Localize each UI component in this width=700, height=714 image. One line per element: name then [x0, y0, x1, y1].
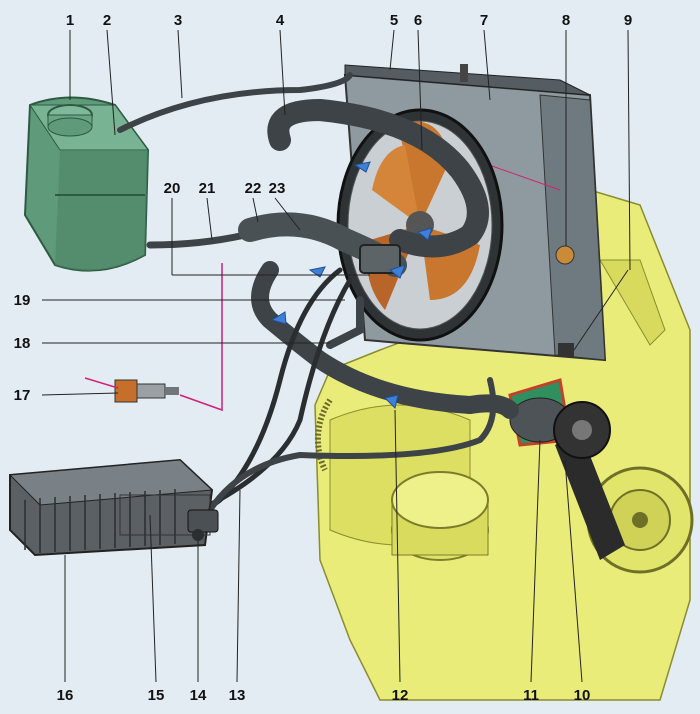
flow-arrow-icon: [270, 311, 287, 325]
callout-19: 19: [14, 292, 31, 309]
callout-22: 22: [245, 180, 262, 197]
callout-15: 15: [148, 687, 165, 704]
drain-plug: [558, 343, 574, 357]
radiator-cap: [460, 64, 468, 82]
throttle-heater-hose: [207, 377, 497, 513]
callout-17: 17: [14, 387, 31, 404]
callout-12: 12: [392, 687, 409, 704]
callout-8: 8: [562, 12, 570, 29]
flow-arrow-icon: [388, 264, 406, 279]
radiator-inlet-hose: [267, 98, 489, 258]
callout-18: 18: [14, 335, 31, 352]
flow-arrow-icon: [384, 394, 399, 409]
callouts: 1 2 3 4 5 6 7 8 9 20 21 22 23 19 18 17 1…: [14, 12, 633, 704]
callout-4: 4: [276, 12, 285, 29]
tank-vent-hose: [117, 72, 353, 133]
callout-2: 2: [103, 12, 111, 29]
callout-7: 7: [480, 12, 488, 29]
callout-1: 1: [66, 12, 74, 29]
callout-9: 9: [624, 12, 632, 29]
pump-supply-hose: [251, 261, 479, 414]
callout-16: 16: [57, 687, 74, 704]
sensor-wire-link: [179, 263, 223, 412]
callout-23: 23: [269, 180, 286, 197]
heater-tap: [187, 509, 219, 541]
callout-21: 21: [199, 180, 216, 197]
callout-11: 11: [523, 687, 539, 704]
radiator-sensor: [555, 245, 575, 265]
callout-3: 3: [174, 12, 182, 29]
temperature-sensor: [114, 379, 179, 403]
timing-belt: [555, 430, 625, 560]
leader-lines: [41, 29, 631, 683]
flow-arrow-icon: [416, 227, 433, 241]
callout-20: 20: [164, 180, 181, 197]
oil-filter: [391, 471, 489, 561]
heater-return-hose: [197, 277, 353, 513]
callout-6: 6: [414, 12, 422, 29]
flow-arrow-icon: [353, 161, 371, 173]
callout-5: 5: [390, 12, 398, 29]
thermostat: [359, 244, 401, 274]
bypass-hose: [326, 296, 364, 349]
tank-return-hose: [146, 231, 249, 249]
sensor-wire: [84, 377, 119, 389]
callout-13: 13: [229, 687, 246, 704]
pump-pulley: [553, 401, 611, 459]
expansion-tank-cap: [47, 104, 93, 137]
callout-14: 14: [190, 687, 207, 704]
callout-10: 10: [574, 687, 591, 704]
heater-core: [8, 458, 214, 557]
